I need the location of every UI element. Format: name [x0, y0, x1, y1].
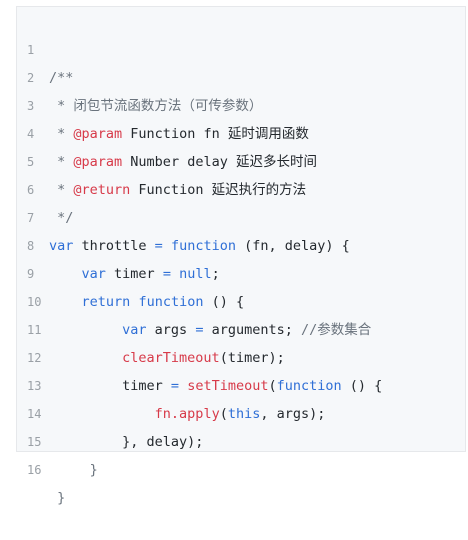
line-number: 11	[27, 323, 42, 337]
line-number: 4	[27, 127, 35, 141]
line-number: 2	[27, 71, 35, 85]
keyword: null	[179, 266, 212, 282]
keyword: function	[276, 378, 342, 394]
operator: =	[154, 238, 163, 254]
function-call: fn.apply	[154, 406, 220, 422]
line-number: 12	[27, 351, 42, 365]
punct: () {	[341, 378, 383, 394]
identifier: arguments;	[203, 322, 302, 338]
jsdoc-text: Function fn 延时调用函数	[122, 126, 309, 142]
code-line-3: 3 * @param Function fn 延时调用函数	[17, 64, 465, 142]
args: , args);	[260, 406, 326, 422]
code-block: 1 /** 2 * 闭包节流函数方法（可传参数） 3 * @param Func…	[16, 6, 466, 506]
code-line-10: 10 var args = arguments; //参数集合	[17, 260, 465, 338]
operator: =	[162, 266, 171, 282]
keyword: function	[170, 238, 236, 254]
jsdoc-text: Number delay 延迟多长时间	[122, 154, 317, 170]
keyword: var	[122, 322, 147, 338]
punct: () {	[203, 294, 245, 310]
code-line-7: 7 var throttle = function (fn, delay) {	[17, 176, 465, 254]
comment-prefix: *	[49, 154, 74, 170]
jsdoc-text: Function 延迟执行的方法	[130, 182, 307, 198]
keyword: var	[49, 238, 74, 254]
keyword: function	[138, 294, 204, 310]
line-number: 6	[27, 183, 35, 197]
keyword: return	[81, 294, 131, 310]
keyword: this	[227, 406, 261, 422]
comment-prefix: *	[49, 182, 74, 198]
jsdoc-tag: @return	[73, 182, 131, 198]
jsdoc-tag: @param	[73, 154, 123, 170]
code-line-4: 4 * @param Number delay 延迟多长时间	[17, 92, 465, 170]
code-line-11: 11 clearTimeout(timer);	[17, 288, 465, 366]
comment-prefix: *	[49, 126, 74, 142]
line-number: 13	[27, 379, 42, 393]
line-number: 5	[27, 155, 35, 169]
code-line-13: 13 fn.apply(this, args);	[17, 344, 465, 422]
comment-text: */	[49, 210, 74, 226]
code-line-12: 12 timer = setTimeout(function () {	[17, 316, 465, 394]
line-number: 16	[27, 463, 42, 477]
code-text: }, delay);	[49, 434, 204, 450]
operator: =	[170, 378, 180, 394]
code-line-6: 6 */	[17, 148, 465, 226]
line-number: 1	[27, 43, 35, 57]
code-line-2: 2 * 闭包节流函数方法（可传参数）	[17, 36, 465, 114]
code-line-1: 1 /**	[17, 8, 465, 86]
line-number: 14	[27, 407, 42, 421]
code-line-9: 9 return function () {	[17, 232, 465, 310]
line-number: 3	[27, 99, 35, 113]
operator: =	[195, 322, 204, 338]
punct: (	[219, 406, 228, 422]
code-line-8: 8 var timer = null;	[17, 204, 465, 282]
code-text: }	[49, 490, 66, 506]
code-line-16: 16 }	[17, 428, 465, 506]
args: (timer);	[219, 350, 285, 366]
line-number: 9	[27, 267, 35, 281]
punct: (	[268, 378, 277, 394]
line-number: 8	[27, 239, 35, 253]
function-call: clearTimeout	[122, 350, 220, 366]
identifier: throttle	[73, 238, 155, 254]
params: (fn, delay) {	[235, 238, 350, 254]
jsdoc-tag: @param	[73, 126, 123, 142]
identifier: timer	[49, 378, 171, 394]
function-call: setTimeout	[187, 378, 269, 394]
line-number: 15	[27, 435, 42, 449]
line-number: 10	[27, 295, 42, 309]
punct: ;	[211, 266, 220, 282]
code-line-14: 14 }, delay);	[17, 372, 465, 450]
comment-text: * 闭包节流函数方法（可传参数）	[49, 98, 263, 114]
identifier: timer	[105, 266, 163, 282]
keyword: var	[81, 266, 106, 282]
code-line-15: 15 }	[17, 400, 465, 478]
code-text: }	[49, 462, 98, 478]
comment-text: /**	[49, 70, 74, 86]
inline-comment: //参数集合	[301, 322, 372, 338]
code-line-5: 5 * @return Function 延迟执行的方法	[17, 120, 465, 198]
identifier: args	[146, 322, 196, 338]
line-number: 7	[27, 211, 35, 225]
